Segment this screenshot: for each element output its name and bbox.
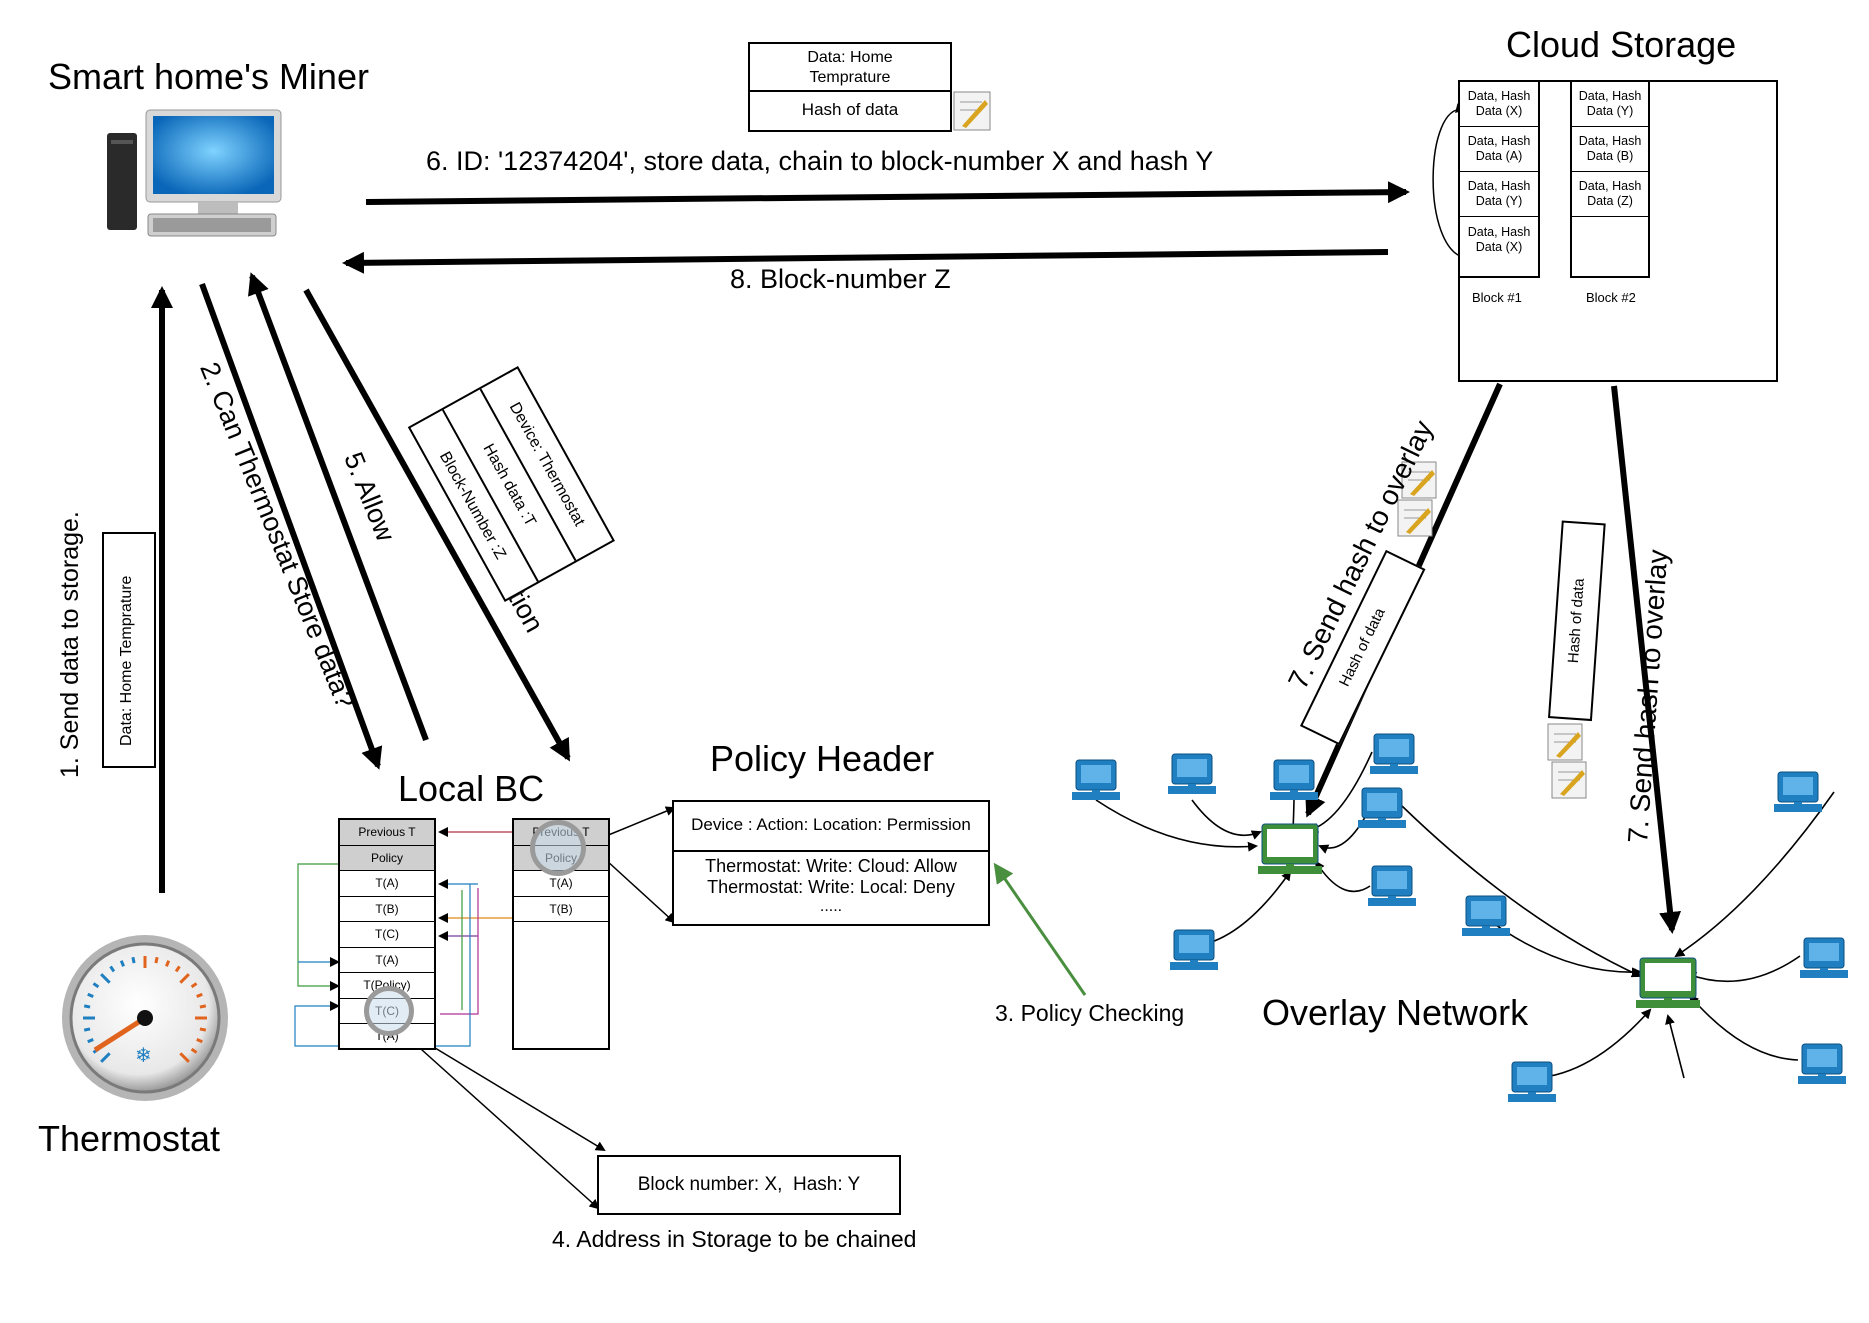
network-computer-icon <box>1774 771 1822 812</box>
storage-block-1: Data, Hash Data (X)Data, Hash Data (A)Da… <box>1460 82 1540 278</box>
miner-title: Smart home's Miner <box>48 56 369 97</box>
address-text: Block number: X, Hash: Y <box>637 1174 861 1195</box>
overlay-network-title: Overlay Network <box>1262 992 1529 1033</box>
packet-hash-label: Hash of data <box>801 100 899 119</box>
storage-entry: Data, Hash Data (A) <box>1460 127 1538 172</box>
local-bc-title: Local BC <box>398 768 545 809</box>
document-icons-overlay <box>1397 461 1587 799</box>
arrow-step8 <box>342 249 1389 274</box>
storage-block-2: Data, Hash Data (Y)Data, Hash Data (B)Da… <box>1570 82 1650 278</box>
step3-label: 3. Policy Checking <box>995 1000 1185 1026</box>
thermostat-label: Thermostat <box>38 1118 221 1159</box>
policy-header-title: Policy Header <box>710 738 935 779</box>
storage-entry <box>1572 217 1648 262</box>
policy-rule-1: Thermostat: Write: Cloud: Allow <box>705 856 957 876</box>
step8-label: 8. Block-number Z <box>730 264 951 294</box>
policy-header-columns: Device : Action: Location: Permission <box>674 802 988 852</box>
step1-label: 1. Send data to storage. <box>56 511 84 778</box>
chain2-cell: T(A) <box>514 871 608 897</box>
cloud-storage-title: Cloud Storage <box>1506 24 1737 65</box>
arrow-step3 <box>993 862 1087 996</box>
storage-entry: Data, Hash Data (X) <box>1460 82 1538 127</box>
step6-label: 6. ID: '12374204', store data, chain to … <box>426 146 1214 176</box>
policy-rule-2: Thermostat: Write: Local: Deny <box>707 877 955 897</box>
storage-entry: Data, Hash Data (Z) <box>1572 172 1648 217</box>
arrow-step2 <box>199 282 383 770</box>
network-computer-icon <box>1072 759 1120 800</box>
network-computer-icon <box>1798 1043 1846 1084</box>
storage-entry: Data, Hash Data (Y) <box>1572 82 1648 127</box>
chain2-cell: T(B) <box>514 897 608 922</box>
arrow-step9 <box>303 288 571 762</box>
policy-rule-more: ..... <box>819 898 843 915</box>
cloud-storage-box: Data, Hash Data (X)Data, Hash Data (A)Da… <box>1458 80 1778 382</box>
network-computer-icon <box>1270 759 1318 800</box>
chain1-cell: T(B) <box>340 897 434 922</box>
policy-header-box: Device : Action: Location: Permission Th… <box>672 800 990 926</box>
network-computer-icon <box>1800 937 1848 978</box>
network-computer-icon <box>1358 787 1406 828</box>
packet-data-label: Data: Home Temprature <box>750 44 950 92</box>
chain1-cell: Previous T <box>340 820 434 846</box>
document-icon <box>953 91 991 131</box>
magnifier-icon <box>530 820 586 876</box>
step7b-packet-text: Hash of data <box>1564 577 1588 664</box>
chain1-cell: T(A) <box>340 948 434 973</box>
block1-label: Block #1 <box>1472 290 1522 305</box>
arrow-step5 <box>248 272 429 742</box>
thermostat-gauge-icon: ❄ <box>62 935 228 1101</box>
arrow-step7b <box>1611 385 1682 934</box>
storage-entry: Data, Hash Data (B) <box>1572 127 1648 172</box>
data-packet-top: Data: Home Temprature Hash of data <box>748 42 952 132</box>
arrow-step4 <box>401 1027 606 1210</box>
chain1-cell: Policy <box>340 845 434 871</box>
storage-entry: Data, Hash Data (Y) <box>1460 172 1538 217</box>
block2-label: Block #2 <box>1586 290 1636 305</box>
svg-text:❄: ❄ <box>135 1043 152 1067</box>
step1-packet-text: Data: Home Temprature <box>118 575 135 746</box>
chain1-cell: T(C) <box>340 922 434 948</box>
network-computer-icon <box>1462 895 1510 936</box>
network-computer-icon <box>1370 733 1418 774</box>
network-computer-icon <box>1170 929 1218 970</box>
magnifier-icon-2 <box>364 986 414 1036</box>
arrow-step6 <box>365 181 1410 205</box>
chain1-cell: T(A) <box>340 871 434 897</box>
chain-links <box>294 827 514 1047</box>
storage-entry: Data, Hash Data (X) <box>1467 224 1531 254</box>
network-computer-icon <box>1636 957 1700 1008</box>
network-computer-icon <box>1368 865 1416 906</box>
network-computer-icon <box>1168 753 1216 794</box>
flow-arrows <box>151 181 1682 934</box>
network-computer-icon <box>1258 823 1322 874</box>
step4-address-box: Block number: X, Hash: Y <box>597 1155 901 1215</box>
network-computer-icon <box>1508 1061 1556 1102</box>
step4-label: 4. Address in Storage to be chained <box>552 1226 917 1252</box>
step1-packet: Data: Home Temprature <box>102 532 156 768</box>
policy-header-links <box>605 806 676 924</box>
overlay-network <box>1072 733 1848 1102</box>
desktop-computer-icon <box>107 109 282 237</box>
